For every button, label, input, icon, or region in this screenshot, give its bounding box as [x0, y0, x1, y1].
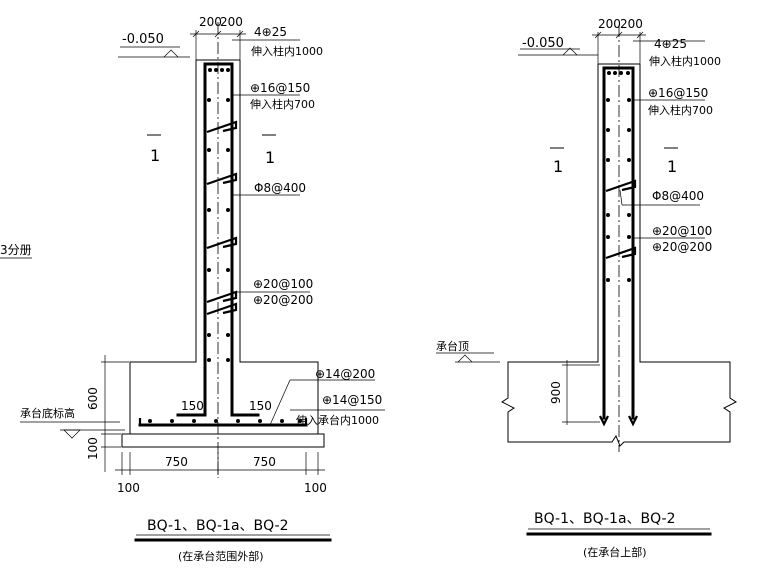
- right-bar-top-note: 伸入柱内1000: [649, 54, 721, 68]
- left-stirrup: Φ8@400: [254, 181, 306, 195]
- left-side-note: 3分册: [0, 243, 32, 257]
- left-dim-100-right: 100: [304, 481, 327, 495]
- right-stirrup: Φ8@400: [652, 189, 704, 203]
- left-cut-label-left: 1: [150, 146, 160, 165]
- left-top-dim-2: 200: [220, 15, 243, 29]
- right-subtitle: (在承台上部): [583, 545, 647, 559]
- left-section: -0.050 200 200 4⊕25 伸入柱内1000 ⊕16@150 伸入柱…: [0, 15, 385, 563]
- right-cap-top-label: 承台顶: [436, 339, 469, 353]
- left-footing-level-label: 承台底标高: [20, 406, 75, 420]
- left-bar-top: 4⊕25: [254, 25, 287, 39]
- left-footing-top-bar: ⊕14@200: [315, 367, 375, 381]
- left-dim-100-v: 100: [86, 437, 100, 460]
- right-top-dim-2: 200: [620, 17, 643, 31]
- left-bar-top-note: 伸入柱内1000: [251, 44, 323, 58]
- left-vertical-bar: ⊕16@150: [250, 81, 310, 95]
- left-subtitle: (在承台范围外部): [178, 549, 264, 563]
- left-top-dim-1: 200: [199, 15, 222, 29]
- right-vertical-bar-note: 伸入柱内700: [648, 103, 713, 117]
- left-cut-label-right: 1: [265, 148, 275, 167]
- right-level-mark: -0.050: [522, 36, 564, 51]
- right-section: -0.050 200 200 4⊕25 伸入柱内1000 ⊕16@150 伸入柱…: [436, 17, 737, 559]
- left-footing-bottom-bar: ⊕14@150: [322, 393, 382, 407]
- left-footing-bottom-note: 伸入承台内1000: [296, 413, 379, 427]
- left-vertical-bar-note: 伸入柱内700: [250, 97, 315, 111]
- right-dim-900: 900: [549, 381, 563, 404]
- left-level-mark: -0.050: [122, 32, 164, 47]
- left-dim-100-left: 100: [117, 481, 140, 495]
- left-title: BQ-1、BQ-1a、BQ-2: [147, 518, 289, 534]
- left-horiz-bar-2: ⊕20@200: [253, 293, 313, 307]
- left-bar-dots: [148, 68, 302, 423]
- left-hook-left: 150: [181, 399, 204, 413]
- left-hook-right: 150: [249, 399, 272, 413]
- right-horiz-bar-2: ⊕20@200: [652, 240, 712, 254]
- left-dim-750-left: 750: [165, 455, 188, 469]
- right-top-dim-1: 200: [598, 17, 621, 31]
- right-bar-dots: [606, 71, 631, 282]
- right-cut-label-left: 1: [553, 157, 563, 176]
- left-horiz-bar-1: ⊕20@100: [253, 277, 313, 291]
- left-dim-750-right: 750: [253, 455, 276, 469]
- right-horiz-bar-1: ⊕20@100: [652, 224, 712, 238]
- left-dim-600: 600: [86, 387, 100, 410]
- right-cut-label-right: 1: [667, 157, 677, 176]
- right-bar-top: 4⊕25: [654, 37, 687, 51]
- right-title: BQ-1、BQ-1a、BQ-2: [534, 511, 676, 527]
- right-vertical-bar: ⊕16@150: [648, 86, 708, 100]
